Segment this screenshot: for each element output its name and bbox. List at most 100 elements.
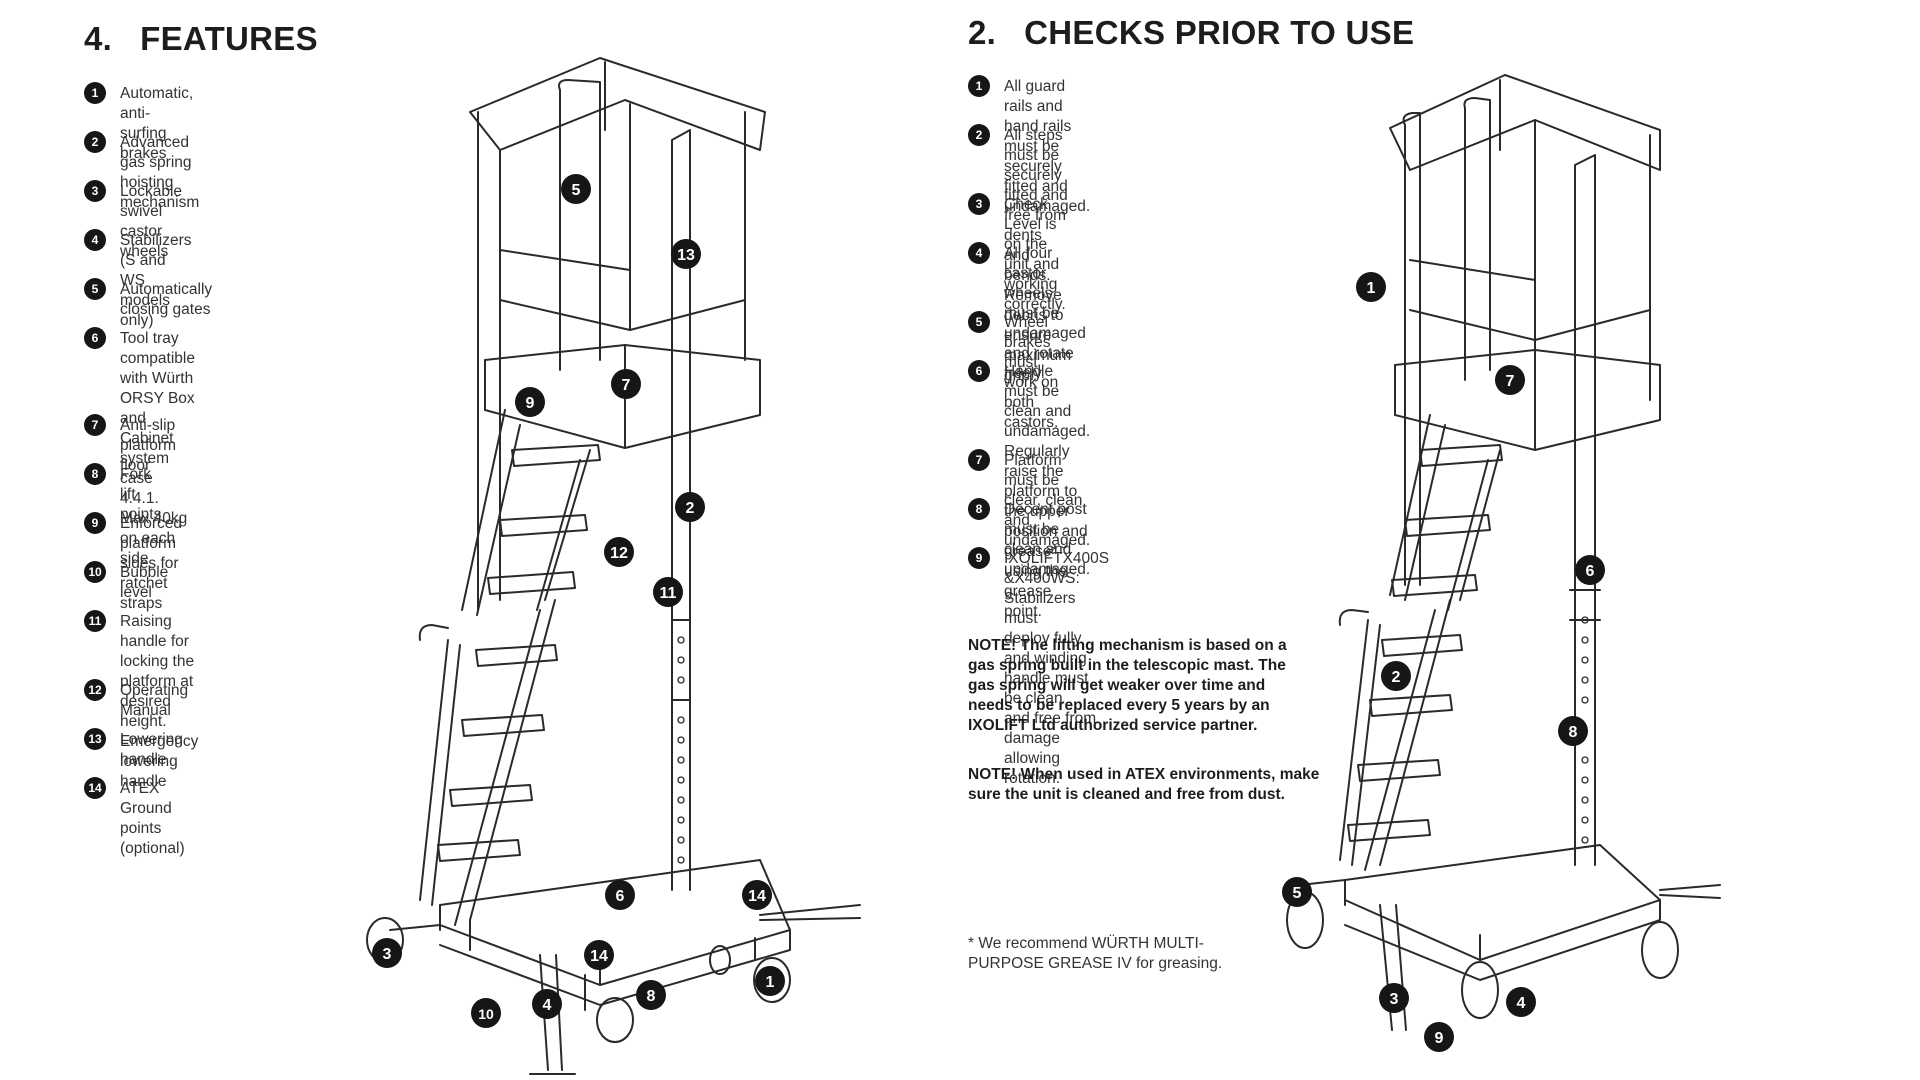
item-number-badge: 8	[84, 463, 106, 485]
callout-marker: 13	[671, 239, 701, 269]
callout-number: 13	[677, 247, 695, 264]
callout-number: 1	[1367, 280, 1376, 297]
callout-number: 9	[526, 395, 535, 412]
callout-marker: 2	[1381, 661, 1411, 691]
item-number-badge: 8	[968, 498, 990, 520]
features-list-item: 2 Advanced gas spring hoisting mechanism	[84, 131, 200, 213]
item-text: Operating Manual	[120, 682, 189, 719]
item-text: Handle must be clean and undamaged. Regu…	[1004, 363, 1091, 620]
item-number-badge: 6	[968, 360, 990, 382]
callout-number: 7	[1506, 373, 1515, 390]
checks-list-item: 1 All guard rails and hand rails must be …	[968, 75, 1091, 217]
callout-marker: 5	[561, 174, 591, 204]
item-text: All guard rails and hand rails must be s…	[1004, 78, 1091, 215]
callout-number: 3	[1390, 991, 1399, 1008]
callout-marker: 4	[532, 989, 562, 1019]
callout-marker: 8	[1558, 716, 1588, 746]
item-number-badge: 2	[968, 124, 990, 146]
item-number-badge: 4	[84, 229, 106, 251]
checks-number: 2.	[968, 14, 997, 51]
checks-heading-main: 2. CHECKS PRIOR TO USE	[968, 14, 1414, 52]
features-list-item: 10 Bubble level	[84, 561, 169, 603]
gas-spring-note: NOTE! The lifting mechanism is based on …	[968, 637, 1287, 734]
features-list-item: 1 Automatic, anti-surfing brakes	[84, 82, 194, 164]
item-text: Tool tray compatible with Würth ORSY Box…	[120, 330, 195, 567]
callout-marker: 4	[1506, 987, 1536, 1017]
item-text: Advanced gas spring hoisting mechanism	[120, 134, 200, 211]
item-number-badge: 11	[84, 610, 106, 632]
callout-number: 12	[610, 545, 628, 562]
item-number-badge: 5	[84, 278, 106, 300]
item-text: Stabilizers (S and WS models only)	[120, 232, 192, 329]
callout-number: 3	[383, 946, 392, 963]
callout-number: 14	[590, 948, 608, 965]
item-text: Check Level is on the unit and working c…	[1004, 196, 1066, 313]
checks-title-text: CHECKS PRIOR TO USE	[1024, 14, 1415, 51]
callout-marker: 11	[653, 577, 683, 607]
callout-marker: 12	[604, 537, 634, 567]
callout-number: 2	[1392, 669, 1401, 686]
item-text: Lockable swivel castor wheels	[120, 183, 183, 260]
item-number-badge: 1	[968, 75, 990, 97]
callout-marker: 9	[1424, 1022, 1454, 1052]
item-text: Anti-slip platform floor	[120, 417, 176, 474]
item-number-badge: 7	[84, 414, 106, 436]
callout-number: 2	[686, 500, 695, 517]
callout-number: 9	[1435, 1030, 1444, 1047]
item-number-badge: 9	[84, 512, 106, 534]
callout-number: 5	[1293, 885, 1302, 902]
item-text: Platform must be clear, clean and undama…	[1004, 452, 1091, 549]
item-text: Wheel brakes must work on both castors.	[1004, 314, 1059, 431]
callout-marker: 7	[611, 369, 641, 399]
item-text: Fork lift points	[120, 466, 162, 523]
checks-list-item: 8 Decent post must be clean and undamaged…	[968, 498, 1091, 580]
item-number-badge: 7	[968, 449, 990, 471]
callout-number: 14	[748, 888, 766, 905]
item-text: Automatic, anti-surfing brakes	[120, 85, 194, 162]
checks-list-item: 3 Check Level is on the unit and working …	[968, 193, 1066, 315]
features-section-number: 4.	[84, 20, 113, 57]
checks-list-item: 9 IXOLIFTX400S &X400WS: Stabilizers must …	[968, 547, 1110, 789]
item-number-badge: 1	[84, 82, 106, 104]
callout-marker: 14	[584, 940, 614, 970]
callout-marker: 1	[755, 966, 785, 996]
features-list-item: 5 Automatically closing gates	[84, 278, 213, 320]
callout-marker: 5	[1282, 877, 1312, 907]
item-text: Automatically closing gates	[120, 281, 213, 318]
item-text: Bubble level	[120, 564, 169, 601]
item-number-badge: 3	[968, 193, 990, 215]
item-number-badge: 2	[84, 131, 106, 153]
features-list-item: 7 Anti-slip platform floor	[84, 414, 176, 476]
item-text: ATEX Ground points (optional)	[120, 780, 185, 857]
callout-marker: 1	[1356, 272, 1386, 302]
item-text: Decent post must be clean and undamaged.	[1004, 501, 1091, 578]
callout-marker: 3	[372, 938, 402, 968]
callout-marker: 14	[742, 880, 772, 910]
features-list-item: 8 Fork lift points	[84, 463, 162, 525]
callout-number: 11	[660, 585, 677, 602]
item-text: IXOLIFTX400S &X400WS: Stabilizers must d…	[1004, 550, 1110, 787]
atex-note: NOTE! When used in ATEX environments, ma…	[968, 766, 1320, 803]
callout-number: 4	[543, 997, 552, 1014]
callout-number: 5	[572, 182, 581, 199]
item-number-badge: 10	[84, 561, 106, 583]
callout-number: 6	[1586, 563, 1595, 580]
callout-marker: 8	[636, 980, 666, 1010]
callout-marker: 9	[515, 387, 545, 417]
item-number-badge: 9	[968, 547, 990, 569]
callout-marker: 2	[675, 492, 705, 522]
item-text: Enforced platform sides for ratchet stra…	[120, 515, 183, 612]
callout-marker: 6	[605, 880, 635, 910]
callout-number: 1	[766, 974, 775, 991]
callout-number: 8	[1569, 724, 1578, 741]
